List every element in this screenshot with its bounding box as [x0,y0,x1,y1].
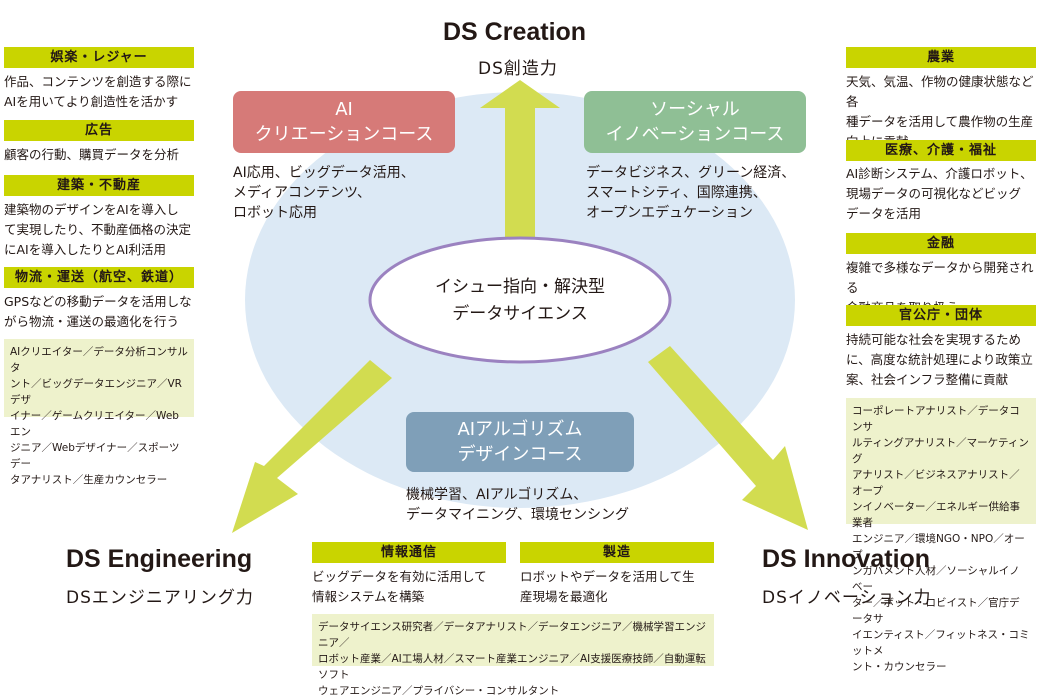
left-field-4-text: GPSなどの移動データを活用しな がら物流・運送の最適化を行う [4,294,192,329]
course-ai-creation-desc: AI応用、ビッグデータ活用、 メディアコンテンツ、 ロボット応用 [233,165,415,221]
ds-creation-title: DS Creation [443,18,587,46]
center-ellipse [368,236,672,364]
course-algorithm-design-desc: 機械学習、AIアルゴリズム、 データマイニング、環境センシング [406,487,630,523]
right-field-1-title: 農業 [846,47,1036,68]
right-field-2-text: AI診断システム、介護ロボット、 現場データの可視化などビッグ データを活用 [846,166,1033,221]
left-jobs: AIクリエイター／データ分析コンサルタ ント／ビッグデータエンジニア／VRデザ … [4,339,194,486]
left-field-2-text: 顧客の行動、購買データを分析 [4,147,180,162]
left-field-1-title: 娯楽・レジャー [4,47,194,68]
right-field-4-title: 官公庁・団体 [846,305,1036,326]
left-field-2-title: 広告 [4,120,194,141]
course-social-innovation-desc: データビジネス、グリーン経済、 スマートシティ、国際連携、 オープンエデュケーシ… [586,165,796,221]
bottom-field-2-text: ロボットやデータを活用して生 産現場を最適化 [520,569,695,604]
course-ai-creation: AI クリエーションコース [233,91,455,153]
course-social-innovation: ソーシャル イノベーションコース [584,91,806,153]
left-field-1-text: 作品、コンテンツを創造する際に AIを用いてより創造性を活かす [4,74,192,109]
right-field-3-title: 金融 [846,233,1036,254]
bottom-jobs: データサイエンス研究者／データアナリスト／データエンジニア／機械学習エンジニア／… [312,614,714,697]
ds-engineering-title: DS Engineering [66,545,253,573]
arrow-up [480,80,560,310]
ds-innovation-title: DS Innovation [762,545,931,573]
ds-engineering-subtitle: DSエンジニアリング力 [66,588,254,608]
left-field-3-text: 建築物のデザインをAIを導入し て実現したり、不動産価格の決定 にAIを導入した… [4,202,192,257]
ds-creation-subtitle: DS創造力 [478,59,558,79]
bottom-field-1-text: ビッグデータを有効に活用して 情報システムを構築 [312,569,487,604]
right-field-2-title: 医療、介護・福祉 [846,140,1036,161]
ds-innovation-subtitle: DSイノベーション力 [762,588,932,608]
bottom-field-2-title: 製造 [520,542,714,563]
right-field-4-text: 持続可能な社会を実現するため に、高度な統計処理により政策立 案、社会インフラ整… [846,332,1033,387]
left-field-3-title: 建築・不動産 [4,175,194,196]
course-algorithm-design: AIアルゴリズム デザインコース [406,412,634,472]
left-field-4-title: 物流・運送（航空、鉄道） [4,267,194,288]
arrow-right [648,346,808,530]
right-jobs: コーポレートアナリスト／データコンサ ルティングアナリスト／マーケティング アナ… [846,398,1036,673]
center-text: イシュー指向・解決型 データサイエンス [435,277,605,324]
arrow-left [232,360,392,533]
bottom-field-1-title: 情報通信 [312,542,506,563]
